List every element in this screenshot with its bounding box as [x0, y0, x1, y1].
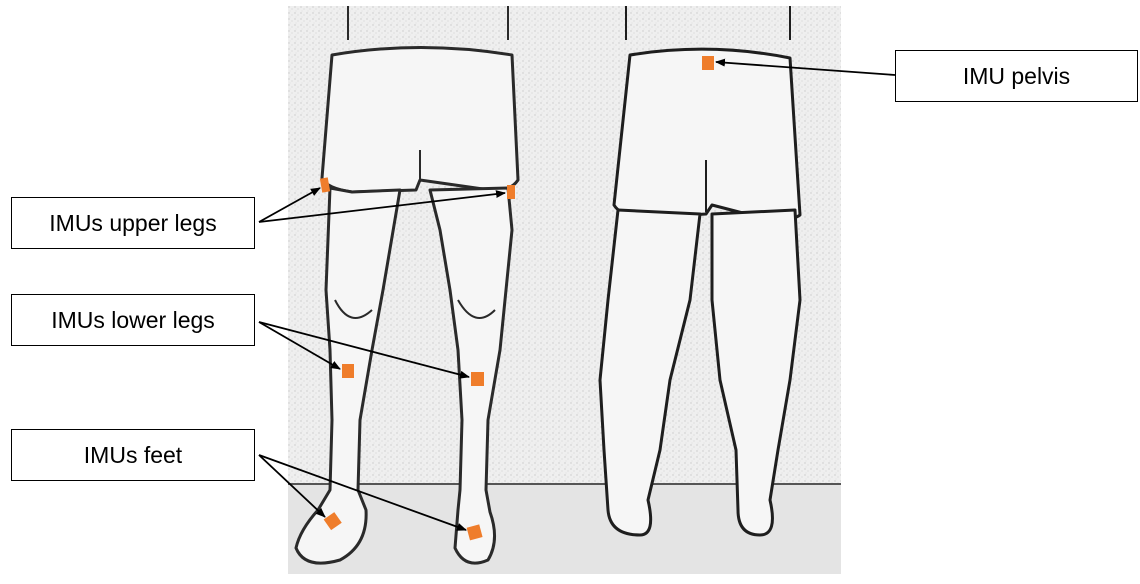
imu-sensor-lower-leg-left [342, 364, 354, 378]
imu-sensor-pelvis [702, 56, 714, 70]
label-imus-feet: IMUs feet [11, 429, 255, 481]
imu-sensor-upper-leg-right [507, 185, 515, 199]
label-imus-lower-legs: IMUs lower legs [11, 294, 255, 346]
imu-sensor-lower-leg-right [471, 372, 484, 386]
label-imus-upper-legs: IMUs upper legs [11, 197, 255, 249]
label-imu-pelvis: IMU pelvis [895, 50, 1138, 102]
